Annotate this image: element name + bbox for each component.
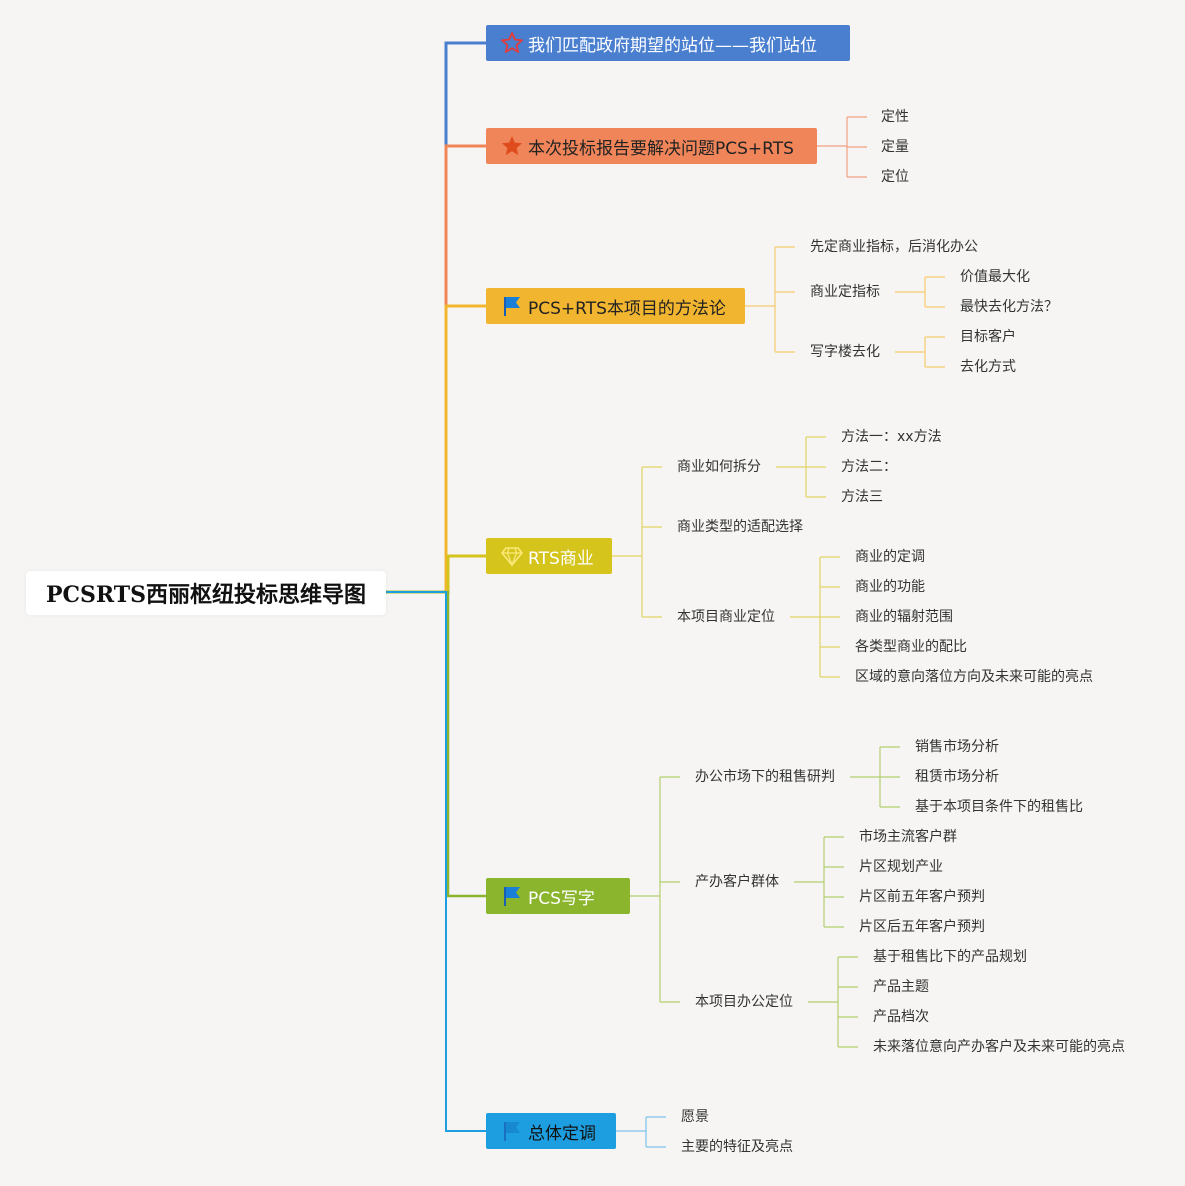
leaf-item[interactable]: 商业的功能 xyxy=(855,579,925,595)
topic-label: 本次投标报告要解决问题PCS+RTS xyxy=(528,138,794,159)
leaf-item[interactable]: 片区规划产业 xyxy=(859,859,943,875)
leaf-item[interactable]: 片区后五年客户预判 xyxy=(859,919,985,935)
leaf-item[interactable]: 定性 xyxy=(881,109,909,125)
subtopic-item[interactable]: 写字楼去化 xyxy=(810,344,880,360)
topic-label: PCS+RTS本项目的方法论 xyxy=(528,298,726,319)
root-topic[interactable]: PCSRTS西丽枢纽投标思维导图 xyxy=(26,571,386,615)
leaf-item[interactable]: 方法三 xyxy=(841,489,883,505)
root-title: PCSRTS西丽枢纽投标思维导图 xyxy=(45,582,367,608)
leaf-item[interactable]: 产品档次 xyxy=(873,1009,929,1025)
leaf-item[interactable]: 主要的特征及亮点 xyxy=(681,1139,793,1155)
leaf-item[interactable]: 价值最大化 xyxy=(960,269,1030,285)
subtopic-item[interactable]: 产办客户群体 xyxy=(695,874,779,890)
topic-overall-tone[interactable]: 总体定调 xyxy=(486,1113,616,1149)
topic-problems[interactable]: 本次投标报告要解决问题PCS+RTS xyxy=(486,128,817,164)
leaf-item[interactable]: 商业的定调 xyxy=(855,549,925,565)
leaf-item[interactable]: 愿景 xyxy=(681,1109,709,1125)
leaf-item[interactable]: 产品主题 xyxy=(873,979,929,995)
leaf-item[interactable]: 租赁市场分析 xyxy=(915,769,999,785)
leaf-item[interactable]: 市场主流客户群 xyxy=(859,829,957,845)
leaf-item[interactable]: 销售市场分析 xyxy=(915,739,999,755)
topic-rts-commerce[interactable]: RTS商业 xyxy=(486,538,612,574)
topic-pcs-office[interactable]: PCS写字 xyxy=(486,878,630,914)
leaf-item[interactable]: 商业的辐射范围 xyxy=(855,609,953,625)
diamond-icon xyxy=(501,547,523,567)
connector-line xyxy=(386,41,486,594)
leaf-item[interactable]: 方法二： xyxy=(841,459,897,475)
leaf-item[interactable]: 目标客户 xyxy=(960,329,1016,345)
flag-icon xyxy=(504,887,520,906)
connector-line xyxy=(386,591,486,1132)
topic-label: RTS商业 xyxy=(528,548,594,569)
leaf-item[interactable]: 定位 xyxy=(881,169,909,185)
subtopic-item[interactable]: 商业如何拆分 xyxy=(677,459,761,475)
topic-methodology[interactable]: PCS+RTS本项目的方法论 xyxy=(486,288,745,324)
connector-line xyxy=(386,304,486,594)
leaf-item[interactable]: 方法一：xx方法 xyxy=(841,429,942,445)
leaf-item[interactable]: 基于租售比下的产品规划 xyxy=(873,949,1027,965)
leaf-item[interactable]: 片区前五年客户预判 xyxy=(859,889,985,905)
leaf-item[interactable]: 去化方式 xyxy=(960,359,1016,375)
star-outline-icon xyxy=(501,32,523,53)
leaf-item[interactable]: 定量 xyxy=(881,139,909,155)
star-icon xyxy=(502,136,522,155)
leaf-item[interactable]: 各类型商业的配比 xyxy=(855,639,967,655)
topic-label: PCS写字 xyxy=(528,888,595,909)
flag-icon xyxy=(504,1122,520,1141)
leaf-item[interactable]: 最快去化方法？ xyxy=(960,299,1058,315)
subtopic-item[interactable]: 本项目办公定位 xyxy=(695,994,793,1010)
connector-line xyxy=(386,590,486,898)
subtopic-item[interactable]: 商业类型的适配选择 xyxy=(677,519,803,535)
connector-line xyxy=(386,554,486,594)
leaf-item[interactable]: 基于本项目条件下的租售比 xyxy=(915,799,1083,815)
topic-label: 总体定调 xyxy=(528,1123,596,1144)
subtopic-item[interactable]: 本项目商业定位 xyxy=(677,609,775,625)
topic-stance[interactable]: 我们匹配政府期望的站位——我们站位 xyxy=(486,25,850,61)
topic-label: 我们匹配政府期望的站位——我们站位 xyxy=(528,35,817,56)
subtopic-item[interactable]: 办公市场下的租售研判 xyxy=(695,769,835,785)
flag-icon xyxy=(504,297,520,316)
leaf-item[interactable]: 未来落位意向产办客户及未来可能的亮点 xyxy=(873,1039,1125,1055)
subtopic-item[interactable]: 商业定指标 xyxy=(810,284,880,300)
leaf-item[interactable]: 区域的意向落位方向及未来可能的亮点 xyxy=(855,669,1093,685)
connector-line xyxy=(386,144,486,594)
subtopic-item[interactable]: 先定商业指标，后消化办公 xyxy=(810,239,978,255)
